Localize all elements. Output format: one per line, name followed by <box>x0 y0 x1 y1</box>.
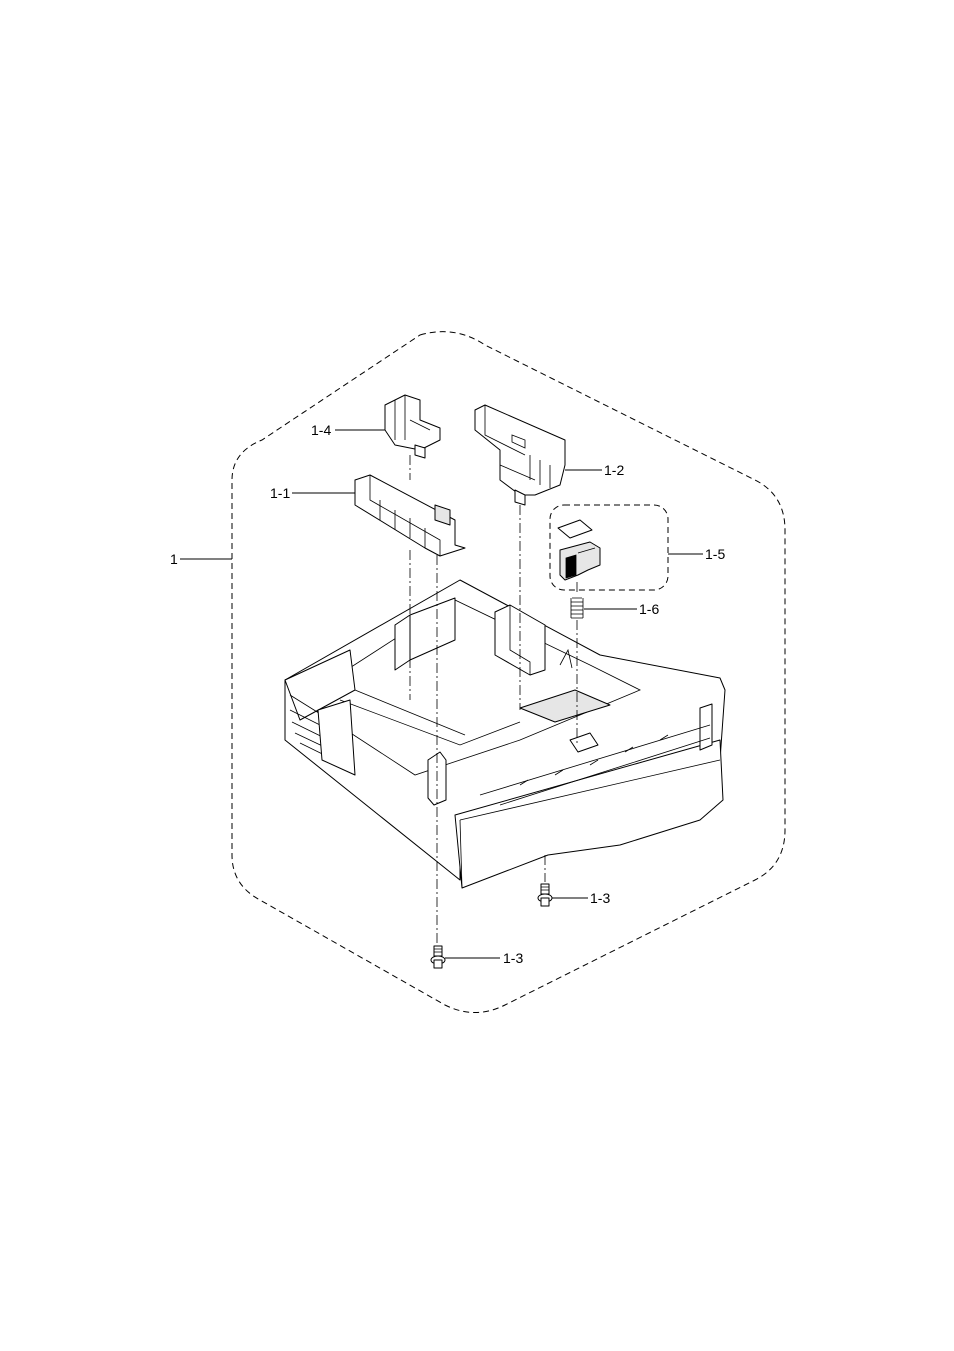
label-friction-pad-assembly: 1-5 <box>705 546 725 562</box>
end-guide <box>385 395 440 458</box>
friction-pad-assembly <box>558 520 600 580</box>
label-screw-bottom: 1-3 <box>590 890 610 906</box>
screw-bottom <box>538 884 552 906</box>
label-spring: 1-6 <box>639 601 659 617</box>
side-guide-left <box>355 475 465 556</box>
label-side-guide-right: 1-2 <box>604 462 624 478</box>
label-assembly: 1 <box>170 551 178 567</box>
cassette-tray <box>285 580 725 888</box>
label-end-guide: 1-4 <box>311 422 331 438</box>
label-screw-front: 1-3 <box>503 950 523 966</box>
side-guide-right <box>475 405 565 505</box>
label-side-guide-left: 1-1 <box>270 485 290 501</box>
screw-front <box>431 946 445 968</box>
spring <box>571 598 583 618</box>
